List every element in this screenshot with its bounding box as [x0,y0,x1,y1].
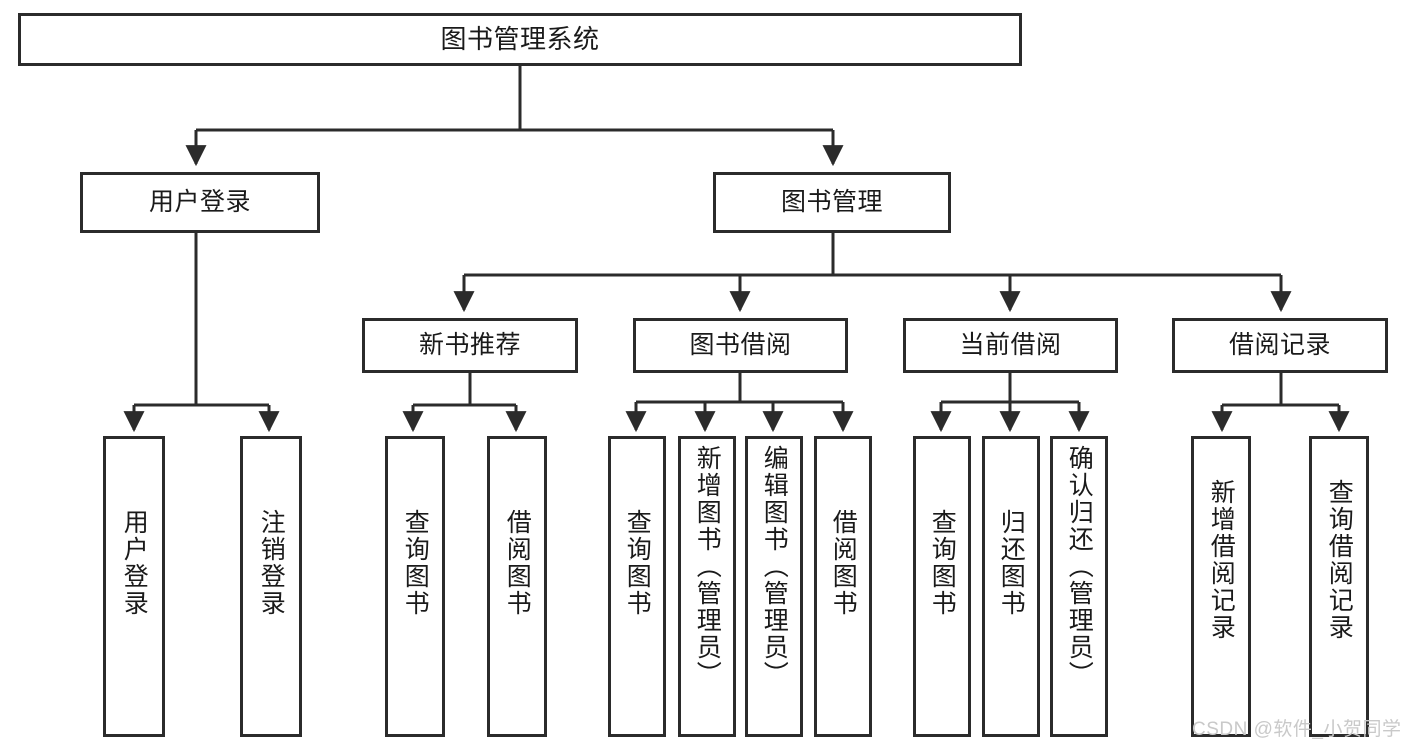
node-label: 查询图书 [401,509,430,617]
node-current-borrow[interactable]: 当前借阅 [903,318,1118,373]
node-label: 用户登录 [148,187,251,216]
node-label: 归还图书 [997,509,1026,617]
leaf-edit-book-admin[interactable]: 编辑图书（管理员） [745,436,803,737]
node-label: 新增借阅记录 [1207,479,1236,641]
node-label: 编辑图书（管理员） [760,445,789,688]
node-label: 查询借阅记录 [1325,479,1354,641]
node-label: 图书借阅 [689,330,792,359]
leaf-add-borrow-record[interactable]: 新增借阅记录 [1191,436,1251,737]
node-user-login[interactable]: 用户登录 [80,172,320,233]
node-label: 查询图书 [928,509,957,617]
leaf-confirm-return-admin[interactable]: 确认归还（管理员） [1050,436,1108,737]
node-label: 用户登录 [120,509,149,617]
leaf-query-book-current[interactable]: 查询图书 [913,436,971,737]
node-label: 查询图书 [623,509,652,617]
leaf-return-book[interactable]: 归还图书 [982,436,1040,737]
leaf-query-book-newbook[interactable]: 查询图书 [385,436,445,737]
leaf-borrow-book-newbook[interactable]: 借阅图书 [487,436,547,737]
node-label: 借阅图书 [829,509,858,617]
node-label: 借阅图书 [503,509,532,617]
node-label: 新增图书（管理员） [693,445,722,688]
node-root-system[interactable]: 图书管理系统 [18,13,1022,66]
node-label: 确认归还（管理员） [1065,445,1094,688]
node-label: 图书管理 [780,187,883,216]
leaf-query-borrow-record[interactable]: 查询借阅记录 [1309,436,1369,737]
node-label: 当前借阅 [959,330,1062,359]
leaf-borrow-book-borrow[interactable]: 借阅图书 [814,436,872,737]
leaf-query-book-borrow[interactable]: 查询图书 [608,436,666,737]
node-label: 图书管理系统 [440,24,600,55]
node-label: 注销登录 [257,509,286,617]
leaf-add-book-admin[interactable]: 新增图书（管理员） [678,436,736,737]
node-label: 借阅记录 [1228,330,1331,359]
leaf-user-login[interactable]: 用户登录 [103,436,165,737]
leaf-user-logout[interactable]: 注销登录 [240,436,302,737]
node-book-management[interactable]: 图书管理 [713,172,951,233]
node-label: 新书推荐 [418,330,521,359]
node-borrow-record[interactable]: 借阅记录 [1172,318,1388,373]
watermark-text: CSDN @软件_小贺同学 [1192,719,1402,740]
node-new-book-recommend[interactable]: 新书推荐 [362,318,578,373]
node-book-borrow[interactable]: 图书借阅 [633,318,848,373]
